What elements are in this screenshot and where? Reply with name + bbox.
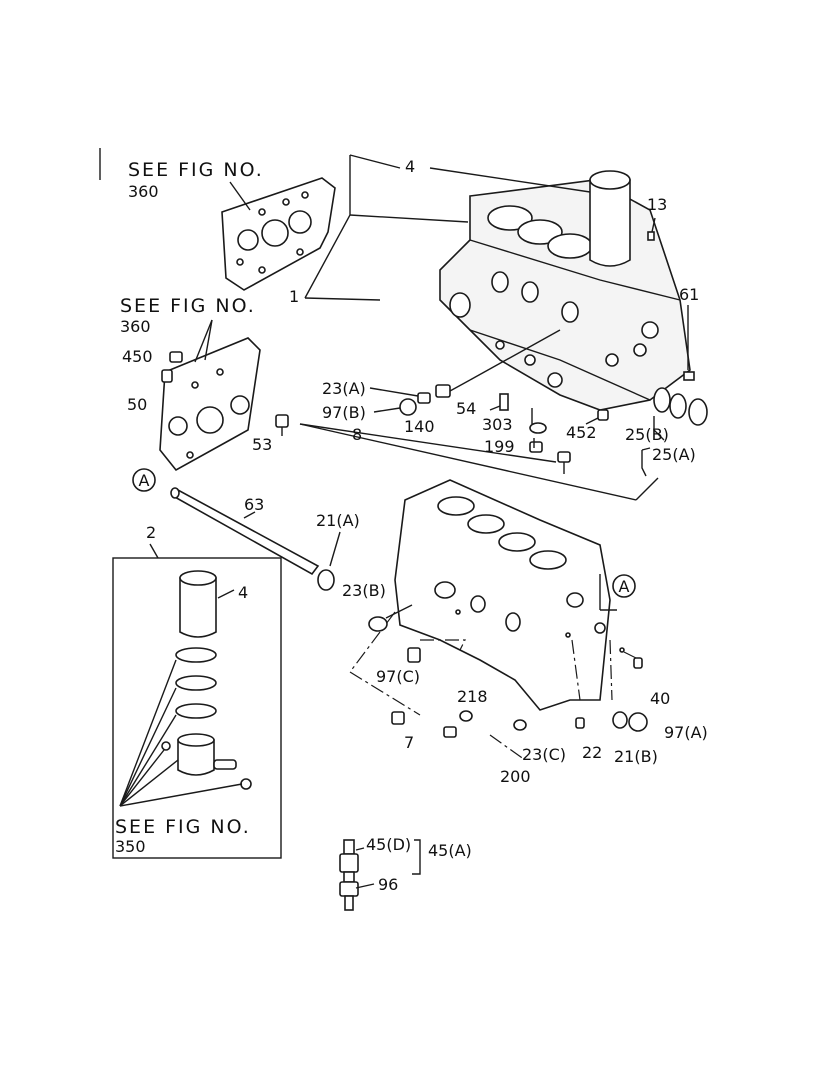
bolt-8 <box>557 451 571 474</box>
marker-a-right: A <box>612 574 636 598</box>
part-label-303: 303 <box>482 415 513 434</box>
pin-54 <box>499 393 509 411</box>
see-fig-360-mid: SEE FIG NO. <box>120 295 256 317</box>
part-label-7: 7 <box>404 733 414 752</box>
part-label-200: 200 <box>500 767 531 786</box>
plug-452 <box>597 409 609 421</box>
marker-a-left: A <box>132 468 156 492</box>
see-fig-350: SEE FIG NO. <box>115 816 251 838</box>
seal-97a <box>628 712 648 732</box>
bolt-199 <box>529 441 543 453</box>
part-label-23a: 23(A) <box>322 379 366 398</box>
shaft-63 <box>170 487 320 576</box>
bolt-450 <box>169 351 183 363</box>
part-label-97a: 97(A) <box>664 723 708 742</box>
seal-23b <box>368 616 388 632</box>
plug-97b <box>399 398 417 416</box>
part-label-50: 50 <box>127 395 147 414</box>
see-fig-360-top: SEE FIG NO. <box>128 159 264 181</box>
bolt-53 <box>275 414 289 436</box>
part-label-21a: 21(A) <box>316 511 360 530</box>
part-label-97c: 97(C) <box>376 667 420 686</box>
part-label-4-liner: 4 <box>238 583 248 602</box>
fitting-140 <box>435 379 471 398</box>
marker-a-right-label: A <box>619 577 630 596</box>
part-label-1: 1 <box>289 287 299 306</box>
washer-218 <box>459 710 473 722</box>
part-label-199: 199 <box>484 437 515 456</box>
plug-97c <box>407 647 421 663</box>
piston <box>161 733 252 790</box>
rear-plate-upper <box>221 177 336 291</box>
seal-21b <box>612 711 628 729</box>
see-fig-350-number: 350 <box>115 837 146 856</box>
bolt-200 <box>443 726 457 738</box>
piston-rings <box>175 647 217 719</box>
seal-21a <box>317 569 335 591</box>
cylinder-liner-4 <box>179 570 217 638</box>
part-label-8: 8 <box>352 425 362 444</box>
cylinder-block-lower <box>394 479 625 711</box>
plug-23a <box>417 392 431 404</box>
marker-a-left-label: A <box>139 471 150 490</box>
part-label-450: 450 <box>122 347 153 366</box>
oil-pressure-switch-45 <box>339 839 359 911</box>
bolt-50 <box>161 369 173 383</box>
part-label-21b: 21(B) <box>614 747 658 766</box>
part-label-218: 218 <box>457 687 488 706</box>
cylinder-liner-top <box>589 170 631 267</box>
seal-25-a <box>688 398 708 426</box>
piston-leaders <box>119 659 243 807</box>
see-fig-360-top-number: 360 <box>128 182 159 201</box>
part-label-97b: 97(B) <box>322 403 366 422</box>
part-label-96: 96 <box>378 875 398 894</box>
part-label-4-top: 4 <box>405 157 415 176</box>
part-label-54: 54 <box>456 399 476 418</box>
plug-7 <box>391 711 405 725</box>
part-label-23c: 23(C) <box>522 745 566 764</box>
part-label-13: 13 <box>647 195 667 214</box>
plug-23c <box>513 719 527 731</box>
part-label-25b: 25(B) <box>625 425 669 444</box>
washer-303 <box>529 422 547 434</box>
part-label-452: 452 <box>566 423 597 442</box>
part-label-63: 63 <box>244 495 264 514</box>
part-label-140: 140 <box>404 417 435 436</box>
part-label-61: 61 <box>679 285 699 304</box>
part-label-40: 40 <box>650 689 670 708</box>
front-plate <box>159 337 261 472</box>
seal-25-b <box>653 387 687 419</box>
part-label-45d: 45(D) <box>366 835 411 854</box>
pin-22 <box>575 717 585 729</box>
part-label-23b: 23(B) <box>342 581 386 600</box>
see-fig-360-mid-number: 360 <box>120 317 151 336</box>
part-label-25a: 25(A) <box>652 445 696 464</box>
part-label-53: 53 <box>252 435 272 454</box>
part-label-22: 22 <box>582 743 602 762</box>
part-label-2: 2 <box>146 523 156 542</box>
pin-40 <box>633 657 643 669</box>
piston-assembly-box <box>112 557 282 859</box>
part-label-45a: 45(A) <box>428 841 472 860</box>
